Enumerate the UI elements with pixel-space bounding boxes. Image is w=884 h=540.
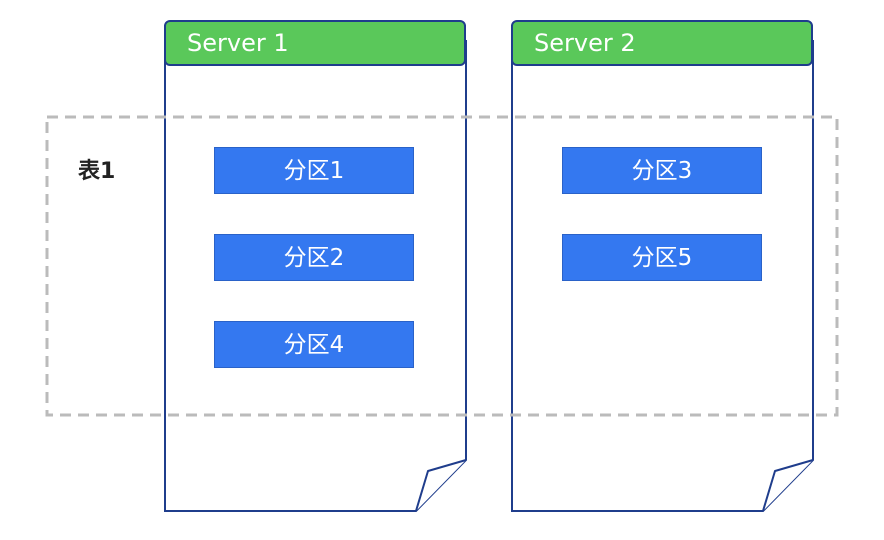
partition-box: 分区5	[562, 234, 762, 281]
table-boundary	[45, 115, 839, 417]
partition-box: 分区4	[214, 321, 414, 368]
partition-box: 分区1	[214, 147, 414, 194]
server-1-folded-corner	[415, 459, 467, 512]
partition-box: 分区3	[562, 147, 762, 194]
server-2-title: Server 2	[534, 29, 636, 57]
partition-box: 分区2	[214, 234, 414, 281]
server-2-header	[511, 20, 813, 66]
server-2-folded-corner	[762, 459, 814, 512]
table-label: 表1	[78, 159, 116, 184]
server-1-title: Server 1	[187, 29, 289, 57]
server-1-header	[164, 20, 466, 66]
